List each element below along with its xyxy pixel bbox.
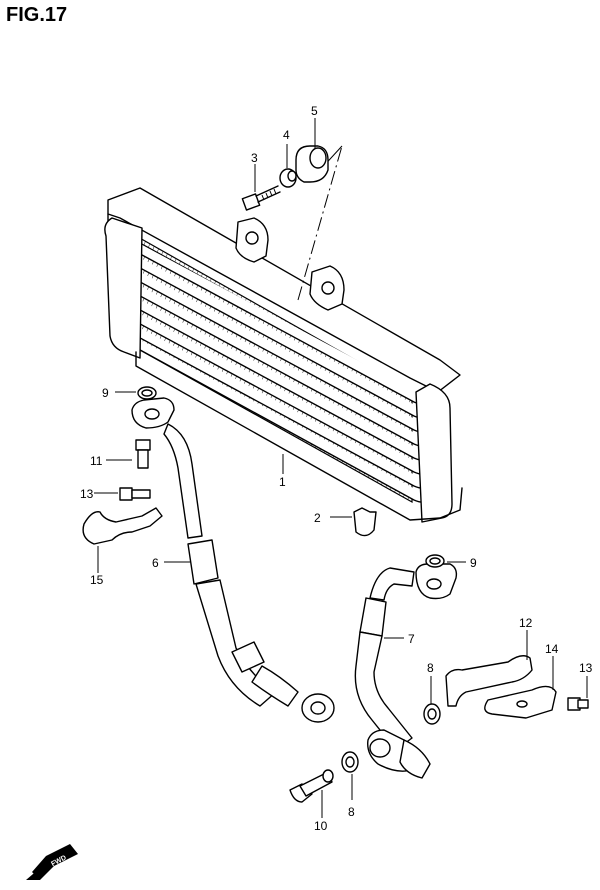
clip-2 — [353, 507, 377, 537]
callout-7: 7 — [408, 632, 415, 646]
oil-hose-6 — [131, 397, 335, 723]
callout-8-lower: 8 — [348, 805, 355, 819]
bolt-11 — [135, 439, 151, 469]
callout-4: 4 — [283, 128, 290, 142]
callout-8-upper: 8 — [427, 661, 434, 675]
bolt-13-left — [119, 487, 151, 501]
callout-1: 1 — [279, 475, 286, 489]
washer-8-upper — [423, 703, 441, 725]
grommet-5 — [295, 145, 329, 183]
o-ring-9-left — [137, 386, 157, 400]
oil-hose-7 — [354, 563, 458, 779]
fwd-arrow-icon: FWD — [26, 844, 78, 880]
collar-4 — [279, 168, 297, 188]
clamp-15 — [82, 507, 163, 545]
callout-3: 3 — [251, 151, 258, 165]
callout-5: 5 — [311, 104, 318, 118]
figure-title: FIG.17 — [6, 4, 68, 26]
callout-6: 6 — [152, 556, 159, 570]
bracket-14 — [484, 685, 557, 719]
oil-cooler — [104, 187, 463, 523]
callout-10: 10 — [314, 819, 328, 833]
union-bolt-10 — [289, 769, 334, 803]
callout-11: 11 — [90, 454, 103, 468]
callout-9-left: 9 — [102, 386, 109, 400]
callout-15: 15 — [90, 573, 104, 587]
callout-12: 12 — [519, 616, 533, 630]
callout-13-right: 13 — [579, 661, 593, 675]
leader-lines — [94, 118, 588, 818]
callout-9-right: 9 — [470, 556, 477, 570]
o-ring-9-right — [425, 554, 445, 568]
bracket-12 — [445, 655, 533, 707]
bolt-13-right — [567, 697, 589, 711]
callout-14: 14 — [545, 642, 559, 656]
washer-8-lower — [341, 751, 359, 773]
callout-2: 2 — [314, 511, 321, 525]
bolt-3 — [241, 185, 281, 211]
callout-13-left: 13 — [80, 487, 94, 501]
